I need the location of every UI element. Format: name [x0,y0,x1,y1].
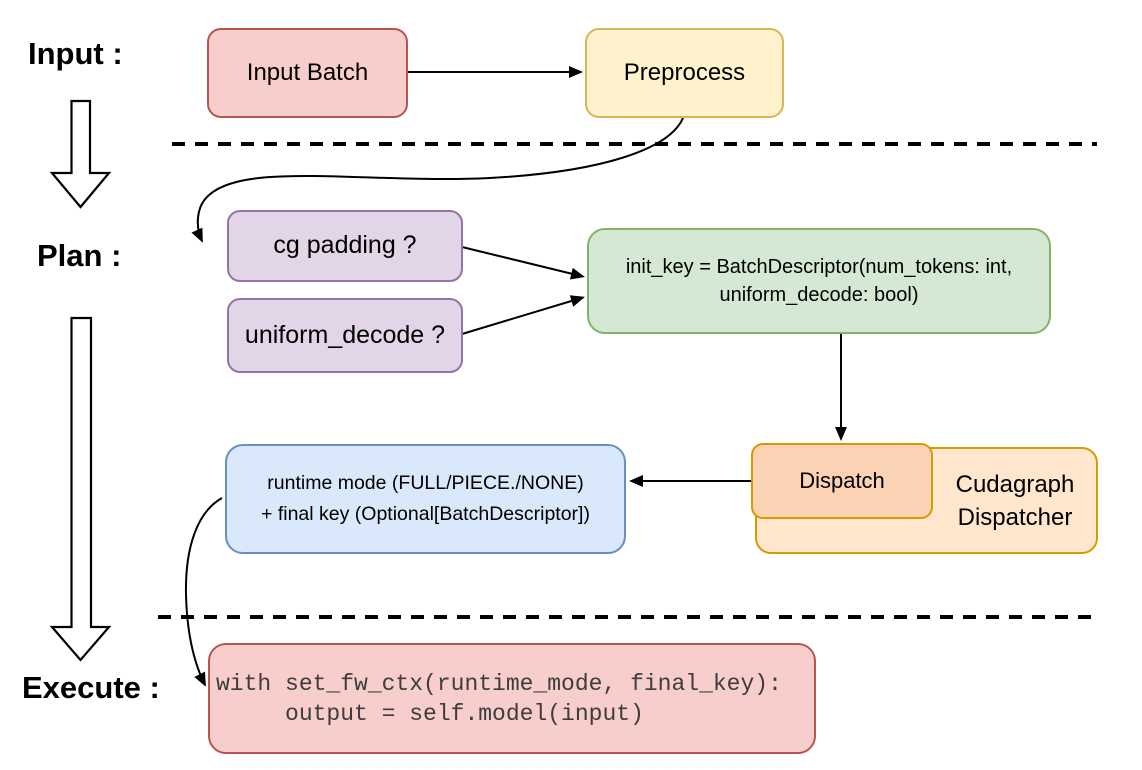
connector-cg-padding-to-init-key [461,246,585,280]
stage-label-execute: Execute : [22,670,160,705]
execute-code-line1: with set_fw_ctx(runtime_mode, final_key)… [216,670,782,697]
node-input-batch-label: Input Batch [246,59,369,86]
node-dispatch: Dispatch [751,443,933,519]
node-uniform-decode-label: uniform_decode ? [244,320,446,349]
node-cudagraph-dispatcher-label: Cudagraph Dispatcher [934,449,1096,552]
connector-uniform-decode-to-init-key [461,295,585,335]
down-arrow-icon-plan-to-execute [49,316,112,662]
down-arrow-icon-input-to-plan [49,99,112,209]
node-init-key: init_key = BatchDescriptor(num_tokens: i… [587,228,1051,334]
node-cg-padding-label: cg padding ? [273,231,417,260]
node-init-key-line1: init_key = BatchDescriptor(num_tokens: i… [625,256,1013,278]
execute-code-line2: output = self.model(input) [216,700,644,727]
node-cudagraph-dispatcher-line1: Cudagraph [955,470,1075,498]
node-preprocess: Preprocess [585,28,784,118]
node-runtime-mode-line2: + final key (Optional[BatchDescriptor]) [261,503,590,525]
node-input-batch: Input Batch [207,28,408,118]
node-uniform-decode: uniform_decode ? [227,298,463,373]
stage-label-plan: Plan : [37,238,122,273]
node-init-key-line2: uniform_decode: bool) [719,284,919,306]
node-cg-padding: cg padding ? [227,210,463,282]
node-cudagraph-dispatcher-line2: Dispatcher [957,503,1073,531]
node-preprocess-label: Preprocess [623,59,746,86]
connector-runtime-mode-to-execute-code [184,497,223,687]
node-runtime-mode: runtime mode (FULL/PIECE./NONE) + final … [225,444,626,554]
stage-label-input: Input : [28,36,123,71]
node-execute-code: with set_fw_ctx(runtime_mode, final_key)… [208,643,816,754]
node-runtime-mode-line1: runtime mode (FULL/PIECE./NONE) [267,472,584,494]
connector-preprocess-to-cg-padding [191,117,684,243]
node-dispatch-label: Dispatch [799,468,885,494]
